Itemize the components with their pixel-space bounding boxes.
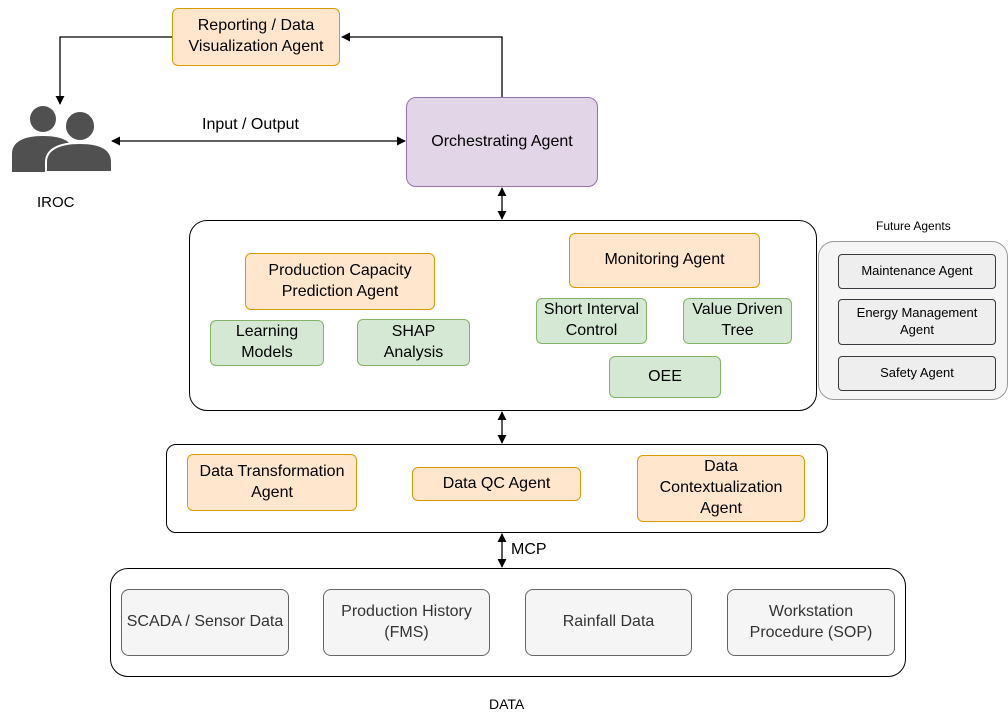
reporting-agent-box[interactable]: Reporting / Data Visualization Agent: [172, 8, 340, 66]
shap-analysis-label: SHAP Analysis: [383, 322, 444, 361]
input-output-label: Input / Output: [202, 116, 299, 133]
monitoring-agent-label: Monitoring Agent: [604, 251, 725, 269]
short-interval-control-label: Short Interval Control: [543, 301, 640, 339]
energy-management-agent-box[interactable]: Energy Management Agent: [838, 299, 996, 345]
value-driven-tree-box[interactable]: Value Driven Tree: [683, 298, 792, 344]
data-contextualization-agent-box[interactable]: Data Contextualization Agent: [637, 455, 805, 522]
orchestrating-agent-box[interactable]: Orchestrating Agent: [406, 97, 598, 187]
safety-agent-box[interactable]: Safety Agent: [838, 356, 996, 391]
users-icon: [12, 106, 113, 172]
iroc-label: IROC: [37, 194, 75, 211]
safety-agent-label: Safety Agent: [880, 365, 954, 381]
production-capacity-agent-label: Production Capacity Prediction Agent: [268, 261, 412, 300]
production-history-label: Production History (FMS): [341, 602, 472, 641]
learning-models-box[interactable]: Learning Models: [210, 320, 324, 366]
maintenance-agent-label: Maintenance Agent: [861, 263, 973, 279]
data-qc-agent-box[interactable]: Data QC Agent: [412, 467, 581, 501]
future-agents-title: Future Agents: [876, 219, 951, 233]
mcp-label: MCP: [511, 541, 547, 558]
production-history-box[interactable]: Production History (FMS): [323, 589, 490, 656]
workstation-procedure-box[interactable]: Workstation Procedure (SOP): [727, 589, 895, 656]
reporting-to-iroc-arrow: [55, 36, 172, 105]
data-transformation-agent-label: Data Transformation Agent: [199, 462, 345, 501]
value-driven-tree-label: Value Driven Tree: [692, 301, 783, 339]
scada-sensor-data-label: SCADA / Sensor Data: [126, 613, 284, 631]
production-capacity-agent-box[interactable]: Production Capacity Prediction Agent: [245, 253, 435, 310]
data-qc-agent-label: Data QC Agent: [442, 474, 551, 492]
energy-management-agent-label: Energy Management Agent: [856, 305, 978, 337]
oee-label: OEE: [648, 367, 682, 385]
maintenance-agent-box[interactable]: Maintenance Agent: [838, 254, 996, 289]
workstation-procedure-label: Workstation Procedure (SOP): [749, 602, 873, 641]
reporting-agent-label: Reporting / Data Visualization Agent: [188, 17, 324, 55]
oee-box[interactable]: OEE: [609, 356, 721, 398]
shap-analysis-box[interactable]: SHAP Analysis: [357, 319, 470, 366]
data-contextualization-agent-label: Data Contextualization Agent: [659, 458, 783, 517]
rainfall-data-label: Rainfall Data: [562, 613, 655, 631]
orchestrating-agent-label: Orchestrating Agent: [431, 132, 573, 150]
rainfall-data-box[interactable]: Rainfall Data: [525, 589, 692, 656]
monitoring-agent-box[interactable]: Monitoring Agent: [569, 233, 760, 288]
short-interval-control-box[interactable]: Short Interval Control: [536, 298, 647, 344]
learning-models-label: Learning Models: [235, 323, 299, 361]
data-label: DATA: [489, 696, 525, 712]
orchestrator-to-reporting-arrow: [341, 32, 503, 97]
data-transformation-agent-box[interactable]: Data Transformation Agent: [187, 454, 357, 511]
scada-sensor-data-box[interactable]: SCADA / Sensor Data: [121, 589, 289, 656]
